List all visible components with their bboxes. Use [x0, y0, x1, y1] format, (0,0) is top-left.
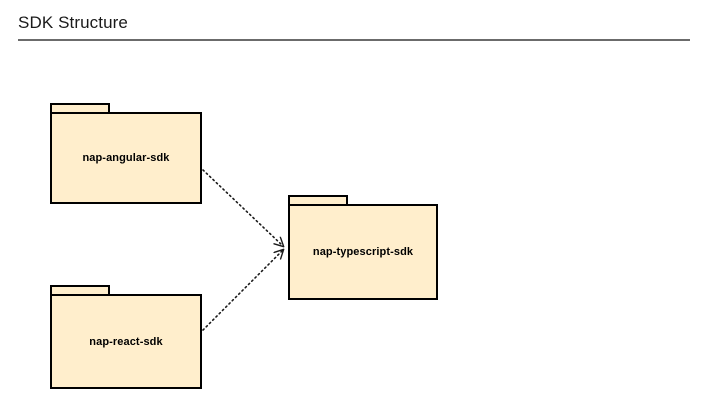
package-label: nap-angular-sdk: [82, 152, 170, 164]
page-title: SDK Structure: [18, 13, 128, 32]
package-node-nap-typescript-sdk[interactable]: nap-typescript-sdk: [288, 195, 438, 300]
package-label: nap-typescript-sdk: [312, 246, 414, 258]
edge-react-to-typescript: [202, 250, 283, 331]
package-label: nap-react-sdk: [89, 335, 163, 348]
package-tab-icon: [50, 103, 110, 114]
package-node-nap-react-sdk[interactable]: nap-react-sdk: [50, 285, 202, 389]
title-divider: [18, 39, 690, 41]
package-body: nap-angular-sdk: [50, 112, 202, 204]
package-tab-icon: [50, 285, 110, 296]
edge-angular-to-typescript: [202, 169, 283, 246]
package-body: nap-typescript-sdk: [288, 204, 438, 300]
package-tab-icon: [288, 195, 348, 206]
package-node-nap-angular-sdk[interactable]: nap-angular-sdk: [50, 103, 202, 204]
package-body: nap-react-sdk: [50, 294, 202, 389]
